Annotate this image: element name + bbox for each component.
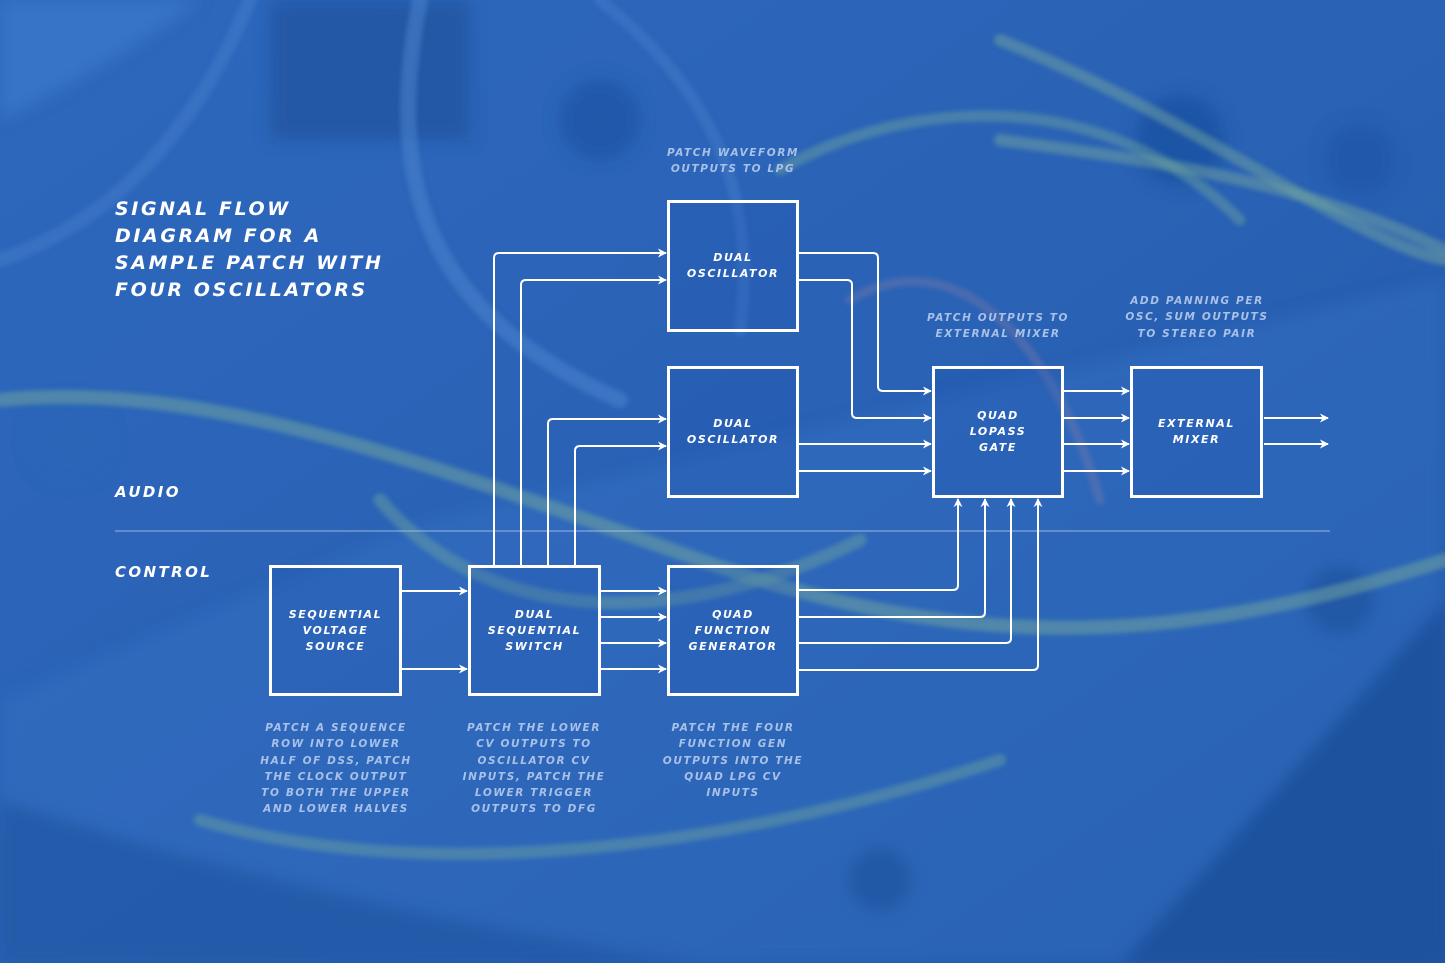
module-label: OSCILLATOR <box>686 267 780 280</box>
note-line: FUNCTION GEN <box>678 738 788 751</box>
note-line: OSC, SUM OUTPUTS <box>1125 311 1269 324</box>
module-quad-lopass-gate[interactable]: QUAD LOPASS GATE <box>932 366 1064 498</box>
note-line: PATCH WAVEFORM <box>666 147 800 159</box>
note-line: EXTERNAL MIXER <box>935 328 1061 341</box>
module-label: LOPASS <box>969 425 1027 438</box>
connector-qfg-to-lpg <box>799 498 1043 671</box>
note-line: OUTPUTS TO LPG <box>670 163 796 176</box>
module-label: VOLTAGE <box>302 623 369 637</box>
diagram-title: SIGNAL FLOW DIAGRAM FOR A SAMPLE PATCH W… <box>115 196 384 304</box>
module-label: MIXER <box>1172 433 1221 446</box>
title-line: SAMPLE PATCH WITH <box>115 252 384 274</box>
note-line: HALF OF DSS, PATCH <box>260 754 412 767</box>
note-line: TO STEREO PAIR <box>1137 327 1257 340</box>
module-dual-oscillator-1[interactable]: DUAL OSCILLATOR <box>667 200 799 332</box>
note-line: TO BOTH THE UPPER <box>261 787 411 800</box>
module-dual-sequential-switch[interactable]: DUAL SEQUENTIAL SWITCH <box>468 565 601 696</box>
module-label: DUAL <box>514 607 555 621</box>
module-label: QUAD <box>977 409 1019 422</box>
note-line: ADD PANNING PER <box>1130 295 1264 307</box>
title-line: SIGNAL FLOW <box>115 198 291 220</box>
note-line: QUAD LPG CV <box>684 770 782 783</box>
module-label: OSCILLATOR <box>686 433 780 446</box>
module-label: DUAL <box>713 251 753 264</box>
connector-dss-to-osc2 <box>574 441 667 566</box>
module-label: GENERATOR <box>688 639 778 653</box>
connector-osc1-to-lpg <box>799 279 932 423</box>
note-line: LOWER TRIGGER <box>474 787 594 800</box>
note-line: ROW INTO LOWER <box>271 738 401 751</box>
section-label-audio: AUDIO <box>115 483 181 501</box>
module-quad-function-generator[interactable]: QUAD FUNCTION GENERATOR <box>667 565 799 696</box>
module-label: SEQUENTIAL <box>487 623 582 637</box>
module-label: SOURCE <box>305 639 366 653</box>
note-line: OSCILLATOR CV <box>477 754 591 767</box>
module-label: SEQUENTIAL <box>288 607 383 621</box>
module-label: FUNCTION <box>694 623 772 637</box>
note-oscillators: PATCH WAVEFORM OUTPUTS TO LPG <box>633 145 833 178</box>
background-cables <box>0 0 1445 860</box>
note-line: INPUTS <box>706 787 760 800</box>
connector-qfg-to-lpg <box>799 498 1016 644</box>
connector-dss-to-osc2 <box>547 414 667 566</box>
connector-qfg-to-lpg <box>799 498 963 591</box>
note-line: CV OUTPUTS TO <box>476 738 592 751</box>
note-line: PATCH A SEQUENCE <box>265 722 407 734</box>
section-label-control: CONTROL <box>115 563 213 581</box>
connector-qfg-to-lpg <box>799 498 990 618</box>
connector-dss-to-osc1 <box>520 275 667 566</box>
note-switch: PATCH THE LOWER CV OUTPUTS TO OSCILLATOR… <box>434 720 634 818</box>
title-line: DIAGRAM FOR A <box>115 225 322 247</box>
module-sequential-voltage-source[interactable]: SEQUENTIAL VOLTAGE SOURCE <box>269 565 402 696</box>
note-line: THE CLOCK OUTPUT <box>264 770 408 783</box>
note-mixer: ADD PANNING PER OSC, SUM OUTPUTS TO STER… <box>1097 293 1297 342</box>
module-label: EXTERNAL <box>1157 417 1235 430</box>
module-dual-oscillator-2[interactable]: DUAL OSCILLATOR <box>667 366 799 498</box>
note-line: PATCH THE FOUR <box>671 722 795 734</box>
connector-osc1-to-lpg <box>799 252 932 396</box>
note-line: AND LOWER HALVES <box>263 803 409 816</box>
note-line: PATCH THE LOWER <box>466 722 602 734</box>
note-line: PATCH OUTPUTS TO <box>926 312 1070 324</box>
module-label: DUAL <box>713 417 753 430</box>
module-label: QUAD <box>712 607 754 621</box>
note-sequencer: PATCH A SEQUENCE ROW INTO LOWER HALF OF … <box>236 720 436 818</box>
title-line: FOUR OSCILLATORS <box>115 279 368 301</box>
module-label: SWITCH <box>505 639 564 653</box>
note-function-gen: PATCH THE FOUR FUNCTION GEN OUTPUTS INTO… <box>633 720 833 801</box>
note-lpg: PATCH OUTPUTS TO EXTERNAL MIXER <box>898 310 1098 343</box>
connector-dss-to-osc1 <box>493 248 667 566</box>
module-label: GATE <box>979 441 1017 454</box>
note-line: OUTPUTS INTO THE <box>662 754 804 767</box>
note-line: INPUTS, PATCH THE <box>462 770 606 783</box>
module-external-mixer[interactable]: EXTERNAL MIXER <box>1130 366 1263 498</box>
note-line: OUTPUTS TO DFG <box>471 803 597 816</box>
